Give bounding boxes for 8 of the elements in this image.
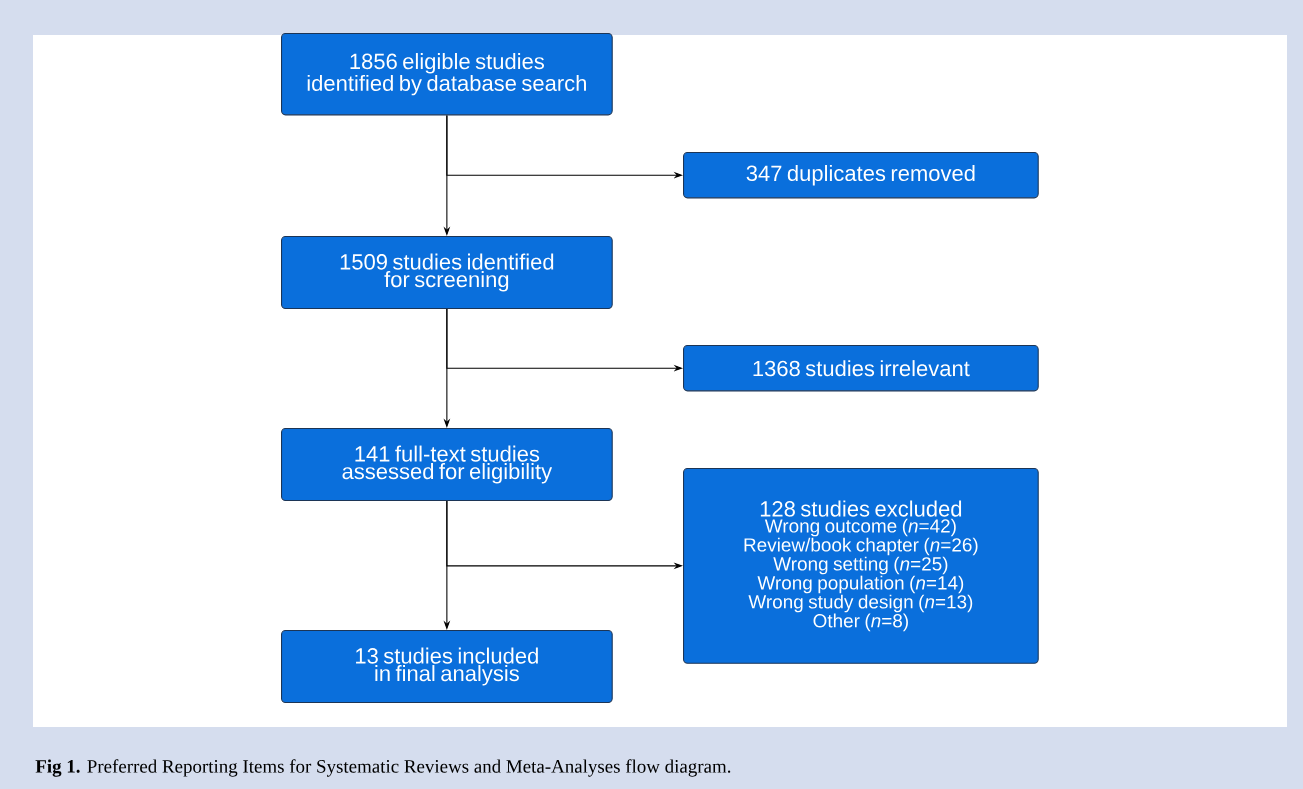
- process-box: 347 duplicates removed: [683, 152, 1039, 199]
- process-box: 141 full-text studies assessed for eligibility: [281, 428, 613, 502]
- process-box: 13 studies included in final analysis: [281, 630, 613, 704]
- process-box: 1856 eligible studies identified by database search: [281, 33, 613, 116]
- process-box: 128 studies excluded Wrong outcome (n=42) Review/book chapter (n=26) Wrong setting (n=25) Wrong population (n=14) Wrong study design (n=13) Other (n=8): [683, 468, 1039, 664]
- process-box: 1509 studies identified for screening: [281, 236, 613, 310]
- process-box: 1368 studies irrelevant: [683, 345, 1039, 392]
- caption: Fig 1. Preferred Reporting Items for Systematic Reviews and Meta-Analyses flow diagram.: [35, 759, 731, 777]
